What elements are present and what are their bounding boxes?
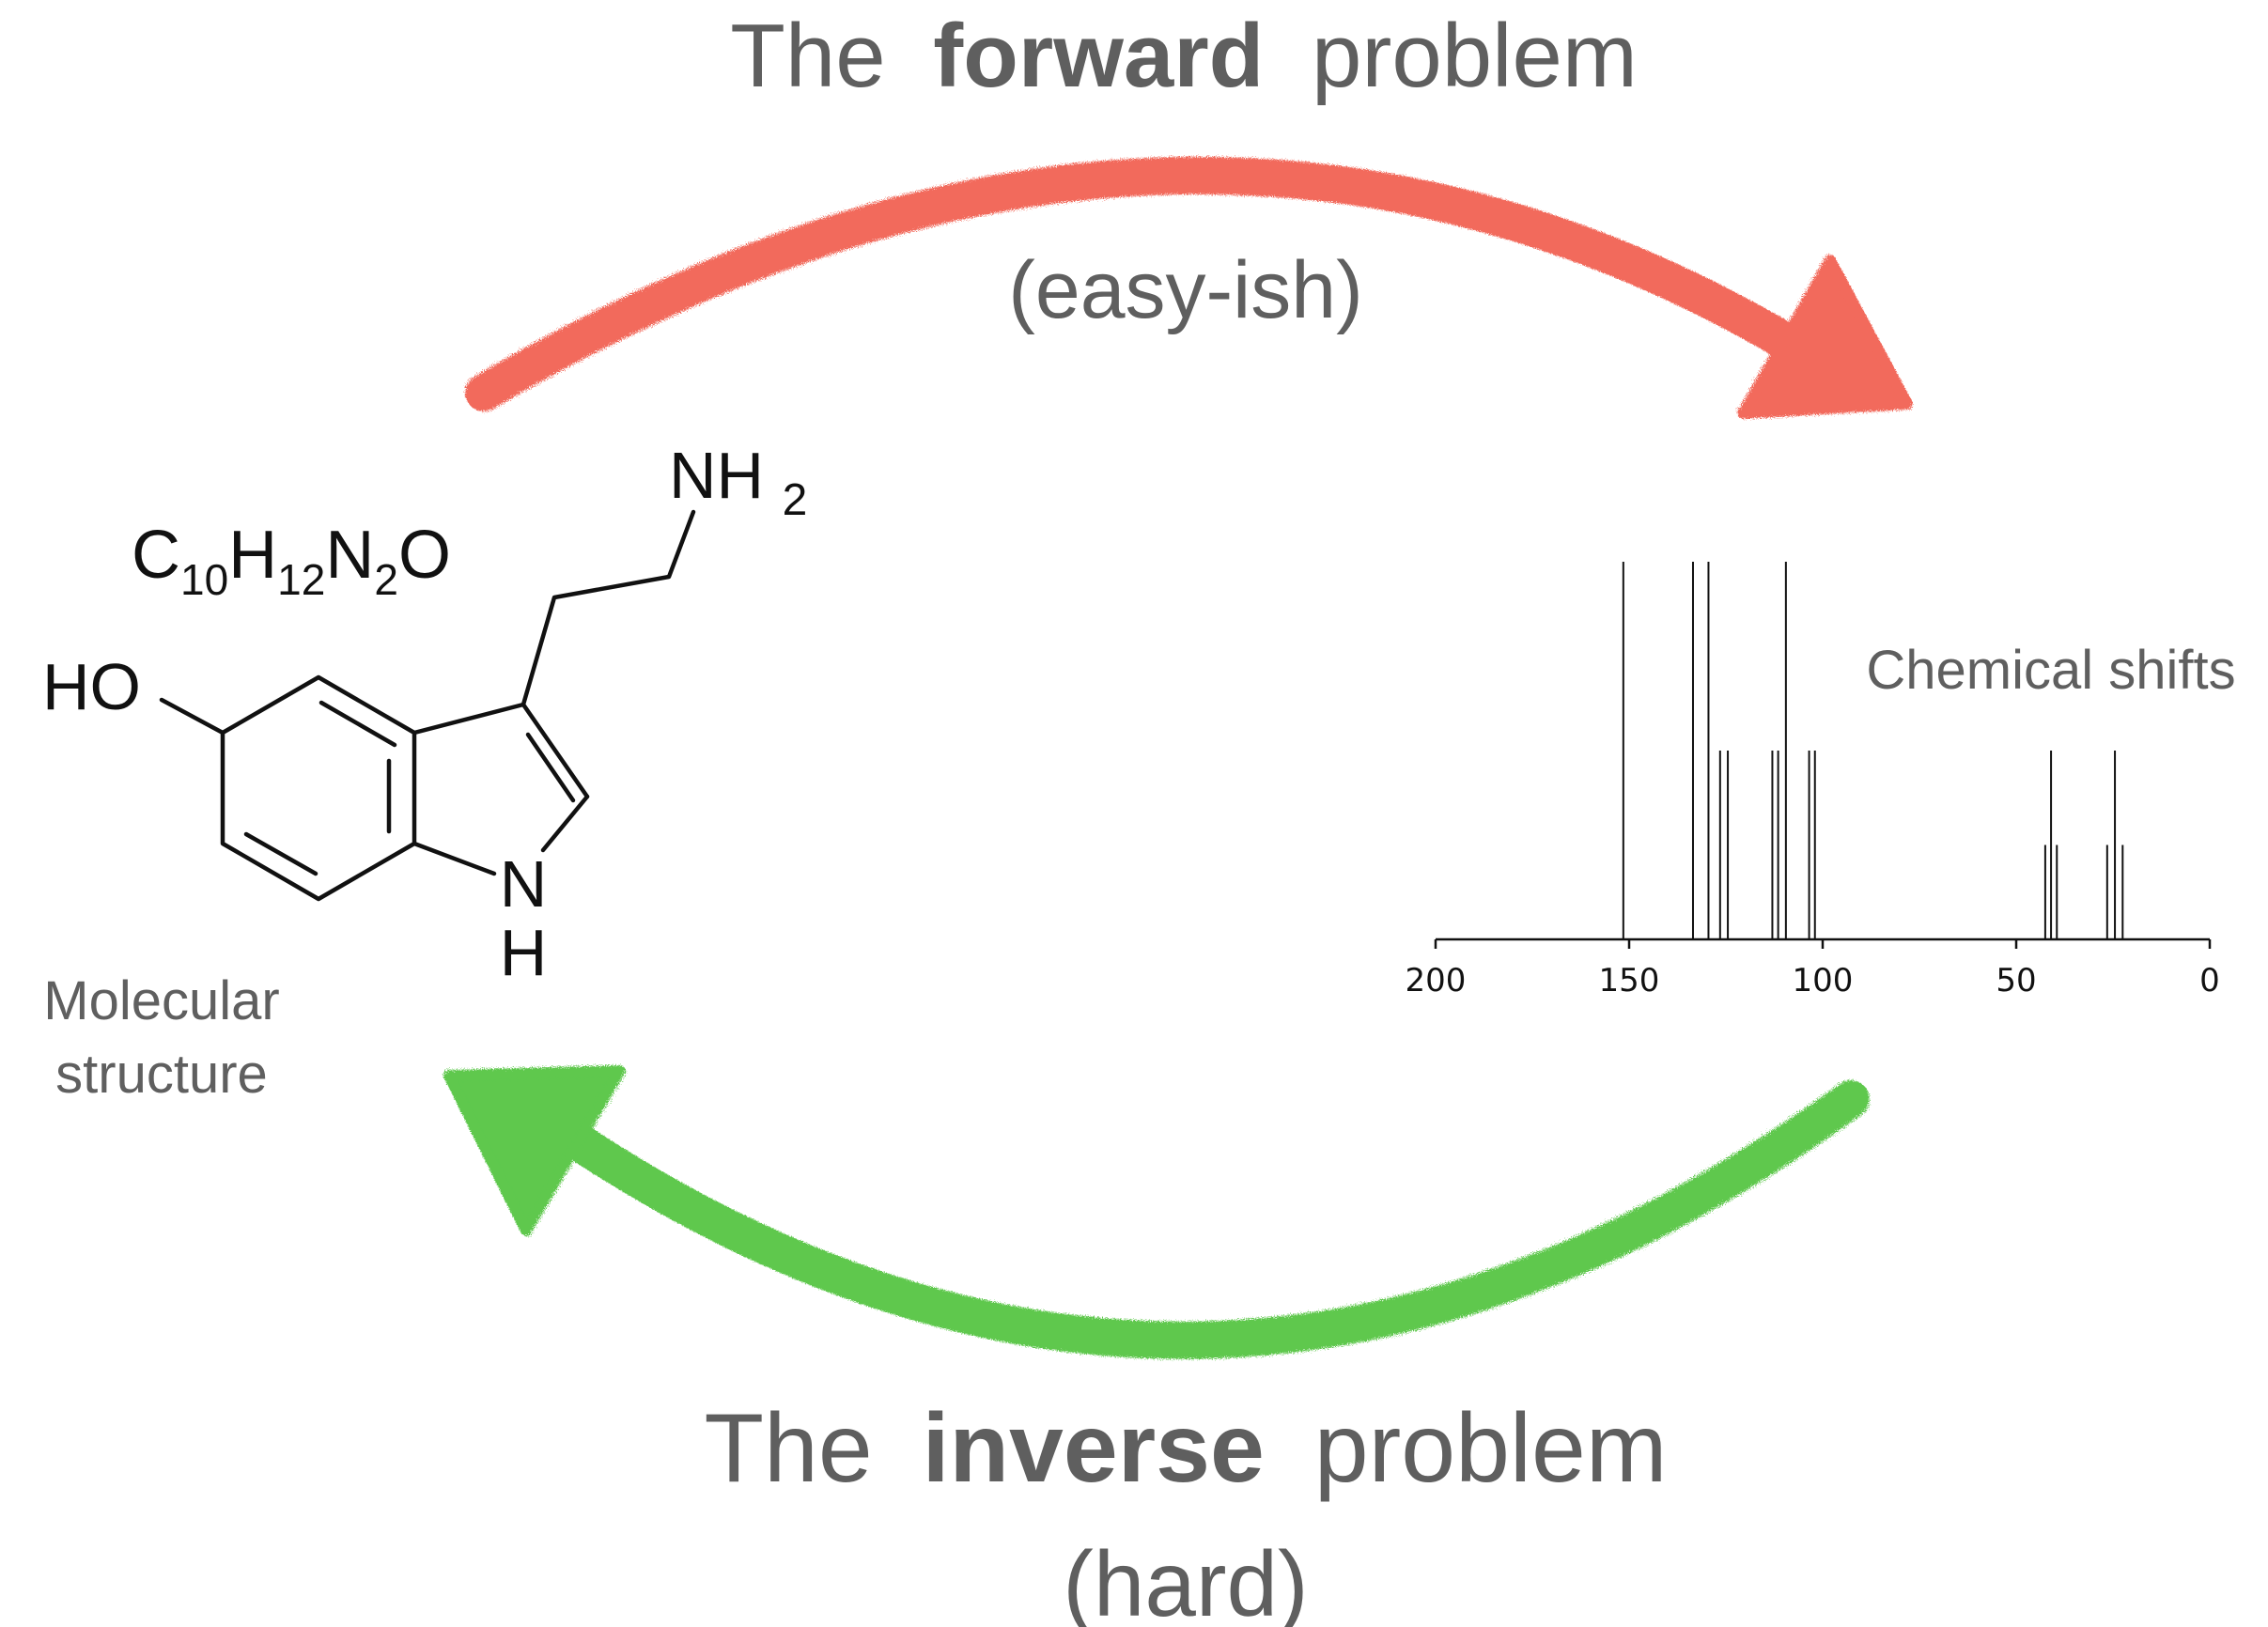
atom-nh2-sub: 2 — [783, 475, 808, 525]
benzene-double-3 — [243, 831, 318, 876]
forward-note: (easy-ish) — [1008, 245, 1363, 335]
formula-element: C — [132, 518, 180, 593]
formula-subscript: 2 — [374, 555, 398, 604]
pyrrole-bond-c3-c2 — [520, 702, 590, 799]
spectrum-tick-label: 100 — [1793, 962, 1854, 999]
spectrum-chart: 200 150 100 50 0 — [1406, 562, 2220, 999]
atom-nh2: NH 2 — [669, 439, 807, 525]
forward-title-bold: forward — [933, 6, 1264, 106]
pyrrole-bond-c3a-c3 — [412, 702, 526, 736]
bond-oh — [159, 697, 225, 736]
atom-oh: HO — [42, 650, 141, 723]
atom-nh2-main: NH — [669, 439, 764, 512]
formula-element: O — [398, 518, 451, 593]
forward-arrow-shaft — [465, 156, 1818, 411]
pyrrole-bond-n-c7a — [412, 841, 497, 876]
inverse-title: The inverse problem — [704, 1394, 1667, 1503]
forward-arrow — [465, 156, 1913, 419]
molecule-caption-line1: Molecular — [43, 970, 279, 1031]
formula-element: N — [325, 518, 374, 593]
forward-title-prefix: The — [730, 6, 885, 106]
spectrum-tick-label: 50 — [1996, 962, 2036, 999]
inverse-arrow — [443, 1065, 1870, 1359]
side-chain — [520, 509, 696, 707]
benzene-ring — [220, 674, 417, 902]
inverse-arrow-shaft — [559, 1080, 1870, 1359]
inverse-title-suffix: problem — [1314, 1394, 1668, 1503]
formula-subscript: 10 — [180, 555, 228, 604]
formula-element: H — [228, 518, 277, 593]
forward-title: The forward problem — [730, 6, 1638, 106]
inverse-note: (hard) — [1063, 1532, 1308, 1627]
inverse-title-prefix: The — [704, 1394, 872, 1503]
atom-ring-n: N — [500, 847, 548, 921]
pyrrole-bond-c2-n — [540, 794, 590, 853]
forward-arrowhead — [1737, 255, 1913, 419]
spectrum-label: Chemical shifts — [1866, 640, 2235, 701]
inverse-title-bold: inverse — [923, 1394, 1265, 1503]
spectrum-tick-label: 0 — [2199, 962, 2220, 999]
molecule-structure — [159, 509, 696, 902]
spectrum-tick-label: 200 — [1406, 962, 1467, 999]
inverse-arrowhead — [443, 1065, 626, 1236]
formula: C10H12N2O — [132, 518, 451, 604]
spectrum-tick-label: 150 — [1599, 962, 1660, 999]
molecule-caption-line2: structure — [55, 1044, 268, 1105]
atom-ring-h: H — [500, 916, 548, 989]
formula-subscript: 12 — [277, 555, 325, 604]
benzene-double-1 — [318, 700, 397, 748]
forward-title-suffix: problem — [1312, 6, 1638, 106]
pyrrole-double — [525, 732, 576, 803]
